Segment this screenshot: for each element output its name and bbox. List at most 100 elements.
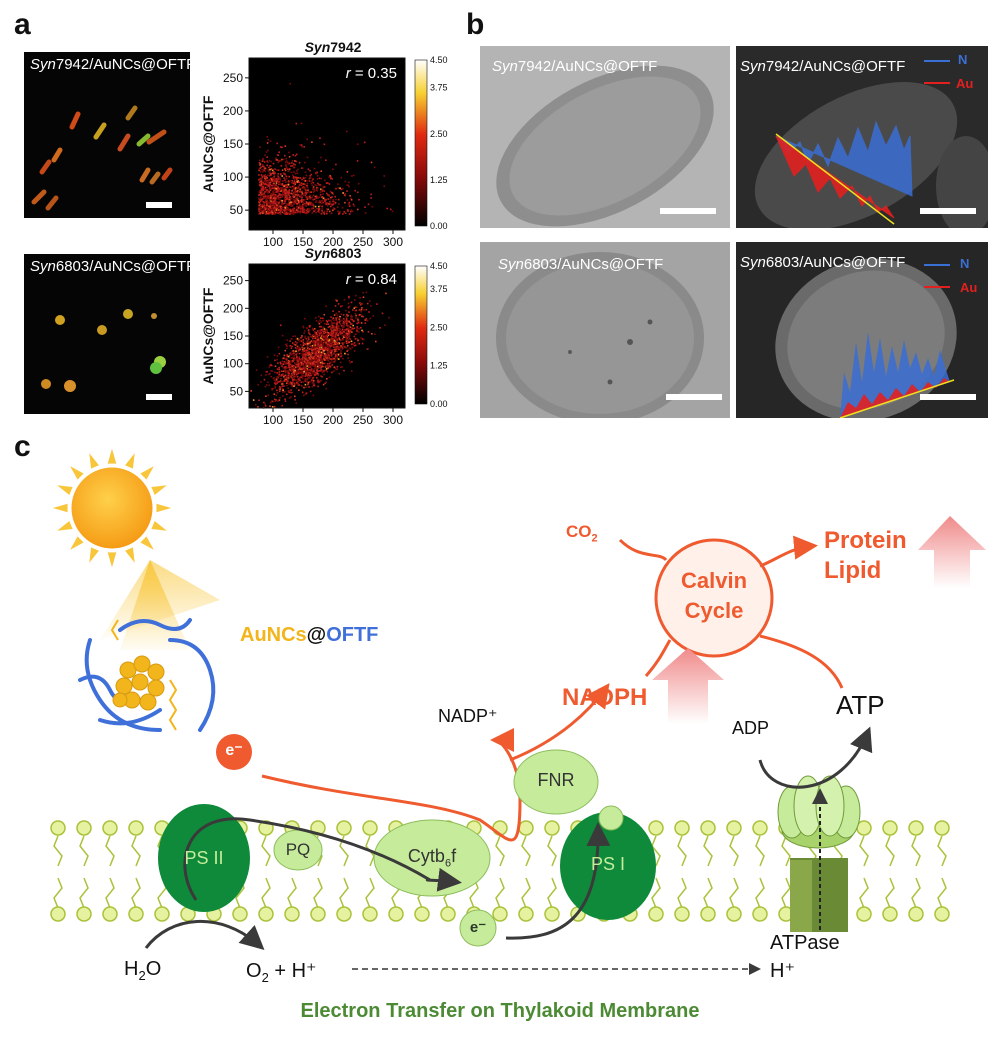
heatmap-cell [321, 354, 324, 356]
heatmap-cell [320, 156, 322, 159]
heatmap-cell [283, 185, 286, 187]
heatmap-cell [266, 207, 269, 210]
heatmap-cell [313, 341, 315, 344]
heatmap-cell [282, 194, 284, 196]
heatmap-cell [275, 157, 277, 159]
heatmap-cell [324, 337, 326, 340]
heatmap-cell [308, 332, 310, 334]
heatmap-cell [267, 394, 269, 397]
heatmap-cell [270, 178, 273, 180]
heatmap-cell [321, 210, 323, 212]
heatmap-cell [314, 332, 316, 334]
heatmap-cell [264, 195, 267, 197]
heatmap-cell [320, 346, 323, 349]
heatmap-cell [328, 358, 331, 360]
heatmap-cell [334, 336, 336, 338]
heatmap-cell [328, 332, 330, 335]
heatmap-cell [369, 317, 371, 320]
heatmap-cell [326, 338, 329, 341]
heatmap-cell [282, 172, 285, 174]
lipid-head [518, 906, 534, 922]
lipid-head [648, 820, 664, 836]
heatmap-cell [302, 381, 305, 383]
heatmap-cell [340, 346, 342, 349]
heatmap-cell [328, 325, 331, 328]
heatmap-cell [278, 207, 280, 209]
heatmap-cell [345, 340, 348, 342]
heatmap-cell [305, 189, 307, 192]
heatmap-cell [329, 332, 332, 334]
heatmap-cell [275, 184, 277, 186]
heatmap-cell [284, 349, 287, 352]
heatmap-cell [336, 357, 339, 360]
heatmap-cell [270, 196, 272, 198]
heatmap-cell [295, 203, 298, 205]
heatmap-cell [310, 204, 312, 207]
heatmap-cell [324, 348, 327, 350]
heatmap-cell [286, 339, 289, 341]
heatmap-cell [279, 194, 281, 196]
heatmap-cell [328, 346, 331, 349]
heatmap-cell [281, 203, 284, 205]
heatmap-cell [310, 340, 313, 342]
heatmap-cell [277, 202, 280, 205]
heatmap-cell [340, 332, 342, 334]
panel-label-a: a [14, 8, 31, 41]
heatmap-cell [302, 344, 305, 346]
heatmap-cell [289, 382, 292, 384]
heatmap-cell [300, 122, 303, 125]
electron-icon [459, 909, 497, 947]
heatmap-cell [291, 165, 294, 167]
heatmap-cell [305, 184, 308, 187]
heatmap-cell [347, 344, 349, 347]
heatmap-cell [293, 368, 296, 370]
heatmap-cell [302, 340, 305, 342]
heatmap-cell [291, 193, 294, 196]
heatmap-cell [289, 374, 292, 376]
heatmap-cell [362, 330, 364, 333]
heatmap-cell [270, 165, 272, 167]
heatmap-cell [300, 362, 303, 364]
heatmap-cell [268, 182, 270, 185]
heatmap-cell [339, 320, 341, 323]
heatmap-cell [305, 360, 308, 363]
heatmap-cell [280, 194, 283, 196]
heatmap-cell [279, 179, 281, 181]
heatmap-cell [290, 352, 292, 354]
heatmap-cell [308, 177, 311, 180]
heatmap-cell [284, 204, 287, 207]
heatmap-cell [273, 204, 275, 206]
heatmap-cell [315, 195, 318, 197]
heatmap-cell [304, 380, 306, 382]
heatmap-cell [320, 329, 323, 331]
heatmap-cell [276, 212, 278, 214]
heatmap-cell [316, 350, 319, 352]
heatmap-cell [303, 365, 306, 368]
heatmap-cell [301, 358, 304, 360]
heatmap-cell [271, 389, 273, 391]
heatmap-cell [283, 194, 285, 197]
heatmap-cell [258, 197, 261, 200]
chart-title: Syn6803 [305, 245, 362, 261]
lipid-head [50, 820, 66, 836]
x-tick-label: 100 [263, 413, 283, 427]
heatmap-cell [255, 403, 257, 406]
heatmap-cell [261, 193, 264, 196]
heatmap-cell [285, 181, 287, 183]
heatmap-cell [360, 314, 362, 316]
heatmap-cell [266, 195, 268, 197]
heatmap-cell [334, 195, 336, 198]
heatmap-cell [308, 338, 310, 341]
heatmap-cell [293, 192, 295, 194]
heatmap-cell [264, 197, 267, 199]
heatmap-cell [337, 206, 339, 208]
heatmap-cell [275, 394, 277, 396]
heatmap-cell [320, 361, 323, 364]
heatmap-cell [296, 207, 299, 209]
heatmap-cell [306, 349, 308, 351]
heatmap-cell [384, 324, 386, 326]
heatmap-cell [357, 191, 359, 194]
heatmap-cell [324, 331, 327, 334]
heatmap-cell [297, 194, 300, 196]
heatmap-cell [295, 373, 298, 376]
